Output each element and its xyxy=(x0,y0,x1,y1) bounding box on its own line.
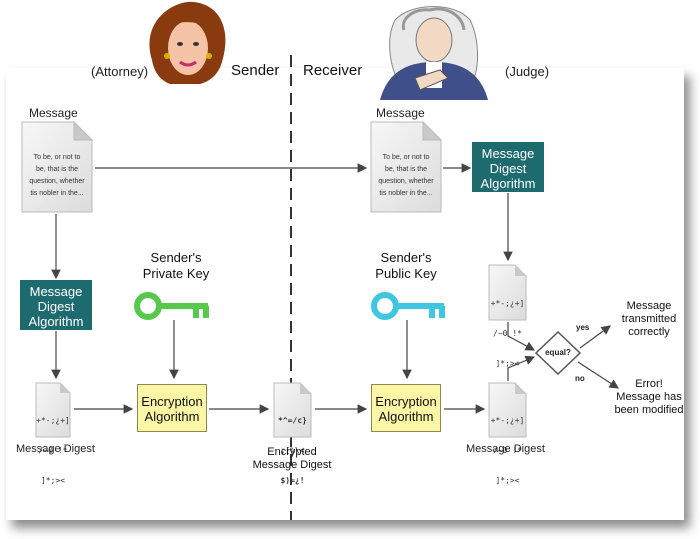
private-key-icon xyxy=(134,292,209,320)
arrow-no xyxy=(577,361,620,389)
private-key-label: Sender's Private Key xyxy=(142,250,210,281)
sender-digest-glyphs: +*-;¿+] /~0 !* ]*;>< xyxy=(36,416,70,485)
receiver-digest-algorithm-box: Message Digest Algorithm xyxy=(472,142,544,192)
sender-digest-algorithm-box: Message Digest Algorithm xyxy=(20,280,92,330)
yes-label: yes xyxy=(576,323,590,332)
public-key-icon xyxy=(371,292,445,320)
receiver-digest-document-bottom xyxy=(488,382,527,438)
compare-label: equal? xyxy=(545,348,571,357)
compare-diamond xyxy=(534,330,582,376)
receiver-digest-label: Message Digest xyxy=(466,443,545,455)
success-result: Message transmitted correctly xyxy=(621,300,677,338)
receiver-digest-document-top xyxy=(488,264,527,321)
sender-digest-document xyxy=(35,382,71,438)
sender-role-label: (Attorney) xyxy=(91,64,149,79)
arrow-bottom-digest-to-compare xyxy=(507,355,536,381)
judge-figure xyxy=(380,6,488,100)
attorney-figure xyxy=(149,1,226,84)
public-key-label: Sender's Public Key xyxy=(375,250,437,281)
encrypted-digest-label: Encrypted Message Digest xyxy=(252,446,332,471)
no-label: no xyxy=(575,374,585,383)
sender-encryption-algorithm-box: Encryption Algorithm xyxy=(137,384,207,432)
receiver-encryption-algorithm-box: Encryption Algorithm xyxy=(371,384,441,432)
sender-message-document xyxy=(21,120,94,213)
sender-message-text: To be, or not to be, that is the questio… xyxy=(29,154,85,197)
receiver-message-text: To be, or not to be, that is the questio… xyxy=(378,154,434,197)
arrow-top-digest-to-compare xyxy=(507,322,536,351)
sender-title: Sender xyxy=(231,62,280,79)
receiver-role-label: (Judge) xyxy=(505,64,550,79)
receiver-digest-glyphs-bottom: +*-;¿+] /~0 !* ]*;>< xyxy=(490,416,525,485)
sender-message-label: Message xyxy=(29,106,78,120)
receiver-message-label: Message xyxy=(376,106,425,120)
receiver-title: Receiver xyxy=(303,62,363,79)
encrypted-digest-glyphs: *^=/c} ;[%\< $)=¿! xyxy=(278,416,307,485)
arrow-yes xyxy=(579,325,611,349)
receiver-digest-glyphs-top: +*-;¿+] /~0 !* ]*;>< xyxy=(490,299,525,368)
error-result: Error! Message has been modified xyxy=(614,378,684,416)
sender-digest-label: Message Digest xyxy=(16,443,95,455)
encrypted-digest-document xyxy=(273,382,312,438)
diagram-card xyxy=(6,68,684,520)
receiver-message-document xyxy=(370,120,443,213)
